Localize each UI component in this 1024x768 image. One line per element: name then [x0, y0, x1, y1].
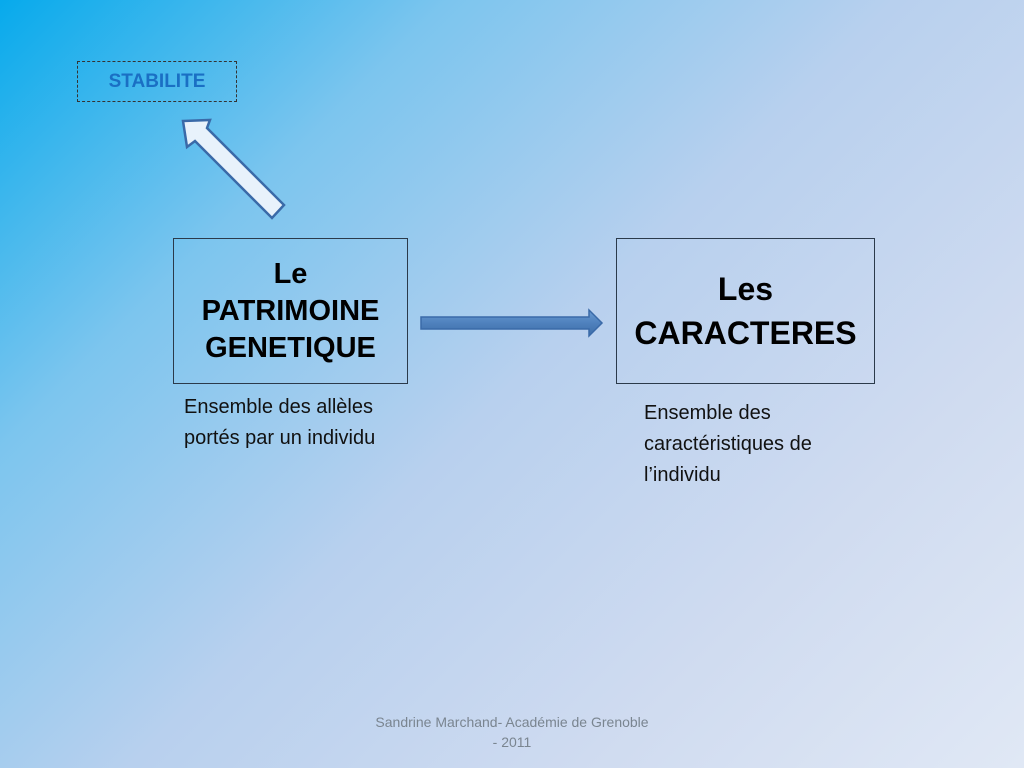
- patrimoine-line3: GENETIQUE: [205, 331, 376, 364]
- footer-line1: Sandrine Marchand- Académie de Grenoble: [375, 714, 649, 730]
- stability-arrow: [181, 118, 286, 220]
- patrimoine-genetique-box: Le PATRIMOINE GENETIQUE: [173, 238, 408, 384]
- patrimoine-line1: Le: [273, 257, 308, 290]
- footer-credit: Sandrine Marchand- Académie de Grenoble …: [340, 712, 684, 752]
- caracteres-line1: Les: [717, 271, 774, 307]
- patrimoine-description: Ensemble des allèles portés par un indiv…: [184, 396, 376, 449]
- footer-line2: - 2011: [492, 734, 532, 750]
- relation-arrow: [420, 308, 604, 338]
- caracteres-box: Les CARACTERES: [616, 238, 875, 384]
- stability-label: STABILITE: [108, 70, 206, 92]
- patrimoine-line2: PATRIMOINE: [201, 294, 380, 327]
- stability-box: STABILITE: [77, 61, 237, 102]
- caracteres-line2: CARACTERES: [634, 315, 857, 351]
- caracteres-description: Ensemble des caractéristiques de l’indiv…: [644, 402, 812, 486]
